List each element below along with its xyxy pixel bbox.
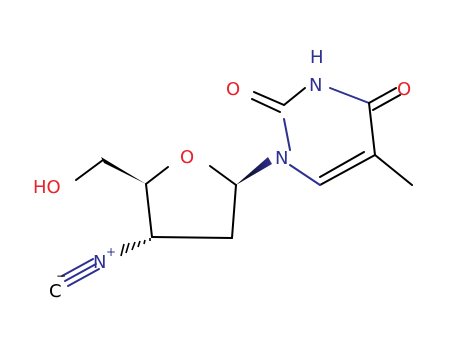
bond-c4-o: [145, 166, 169, 185]
isocyano-carbon-charge: −: [56, 269, 66, 283]
isocyano-nitrogen-charge: +: [106, 245, 116, 259]
o4-label: O: [397, 79, 411, 100]
isocyano-nitrogen-label: N: [93, 252, 106, 273]
n1-label: N: [275, 148, 288, 169]
bond-c4-c5: [368, 102, 376, 156]
wedge-c1-n1: [236, 157, 272, 185]
hashed-wedge-c3-n: [120, 238, 151, 257]
ring-oxygen-label: O: [180, 147, 194, 168]
n3-hydrogen-label: H: [310, 47, 324, 68]
bond-c6-n1: [289, 164, 321, 186]
o2-label: O: [226, 79, 240, 100]
n3-label: N: [309, 75, 322, 96]
wedge-c4-c5: [101, 157, 146, 184]
bond-n1-c2: [283, 118, 291, 151]
isocyano-triple-bond: [61, 258, 100, 287]
bond-n3-c4: [329, 87, 370, 104]
bond-c5-methyl: [374, 154, 413, 186]
bond-c1-c2: [231, 184, 237, 239]
bond-o-c1: [209, 165, 237, 186]
bond-c2-c3: [151, 236, 233, 239]
bond-c5-o5h: [75, 159, 104, 181]
pyrimidine-ring-bonds: [283, 87, 413, 186]
bond-c5-c6-inner: [319, 151, 365, 178]
hydroxyl-label: HO: [33, 177, 61, 198]
bond-c5-c6: [319, 154, 376, 186]
isocyano-carbon-label: C: [49, 281, 62, 302]
carbonyl-bonds: [251, 87, 401, 113]
sugar-ring-bonds: [75, 159, 237, 239]
bond-c2-n3: [283, 87, 306, 106]
bond-c3-c4: [145, 183, 153, 238]
